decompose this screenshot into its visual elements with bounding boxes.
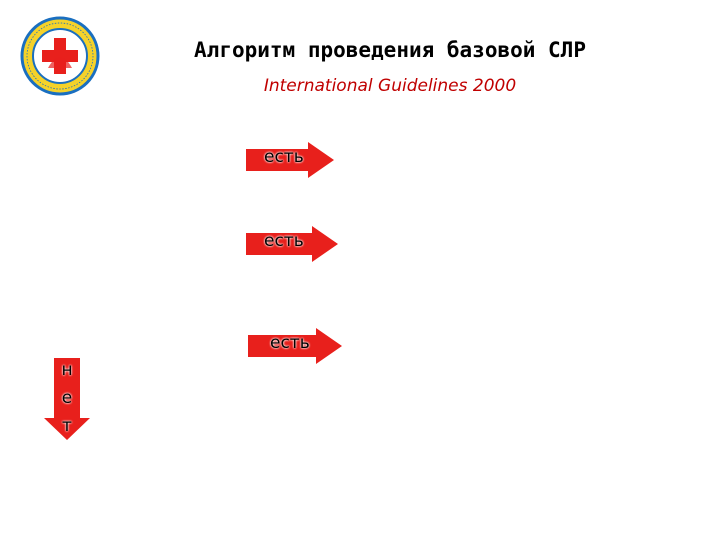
no-arrow-letter-1: н <box>61 360 73 380</box>
yes-arrow-3: есть <box>248 328 344 364</box>
down-arrow-icon <box>44 358 90 440</box>
no-arrow-letter-2: е <box>61 388 73 408</box>
yes-arrow-3-label: есть <box>270 333 310 353</box>
page-subtitle: International Guidelines 2000 <box>263 76 517 96</box>
right-arrow-icon <box>248 328 342 364</box>
right-arrow-icon <box>246 226 338 262</box>
page-title: Алгоритм проведения базовой СЛР <box>194 38 586 62</box>
yes-arrow-2: есть <box>246 226 340 262</box>
yes-arrow-1-label: есть <box>264 147 304 167</box>
medical-emblem-icon <box>20 16 100 96</box>
no-arrow: н е т <box>44 358 90 440</box>
right-arrow-icon <box>246 142 334 178</box>
yes-arrow-2-label: есть <box>264 231 304 251</box>
no-arrow-letter-3: т <box>62 416 72 436</box>
yes-arrow-1: есть <box>246 142 336 178</box>
